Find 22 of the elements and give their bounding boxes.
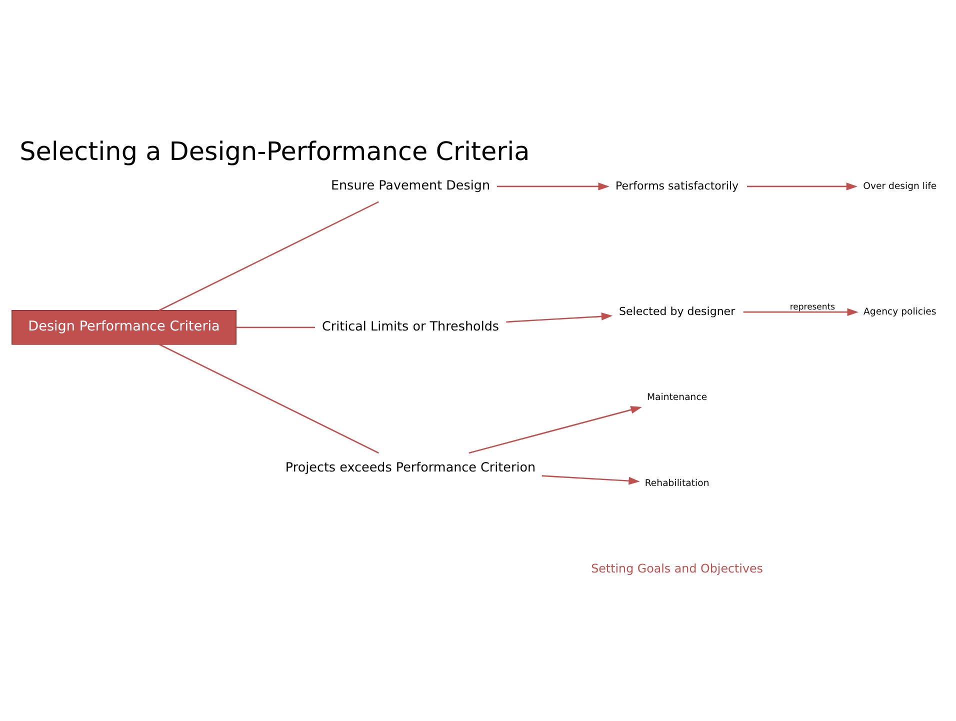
node-text: Critical Limits or Thresholds: [322, 319, 500, 334]
node-text: Maintenance: [647, 392, 708, 404]
node-text: Ensure Pavement Design: [330, 178, 490, 194]
arrow: [468, 406, 642, 454]
connector: [158, 201, 379, 311]
arrow: [506, 312, 613, 323]
node-text: Agency policies: [864, 306, 936, 318]
arrow: [746, 182, 858, 190]
edge-label: represents: [790, 302, 836, 312]
label: Setting Goals and Objectives: [591, 561, 764, 576]
node-text: Over design life: [863, 180, 937, 192]
node-text: Selected by designer: [619, 305, 736, 318]
arrow: [542, 475, 640, 485]
arrow: [743, 308, 858, 316]
arrow: [497, 182, 610, 190]
node-text: Performs satisfactorily: [616, 179, 739, 192]
diagram-title: Selecting a Design-Performance Criteria: [20, 137, 530, 168]
node-text: Projects exceeds Performance Criterion: [285, 460, 536, 476]
node-text: Rehabilitation: [644, 478, 710, 489]
node-box: Design Performance Criteria: [12, 310, 236, 345]
connector: [236, 326, 316, 328]
connector: [158, 344, 379, 454]
